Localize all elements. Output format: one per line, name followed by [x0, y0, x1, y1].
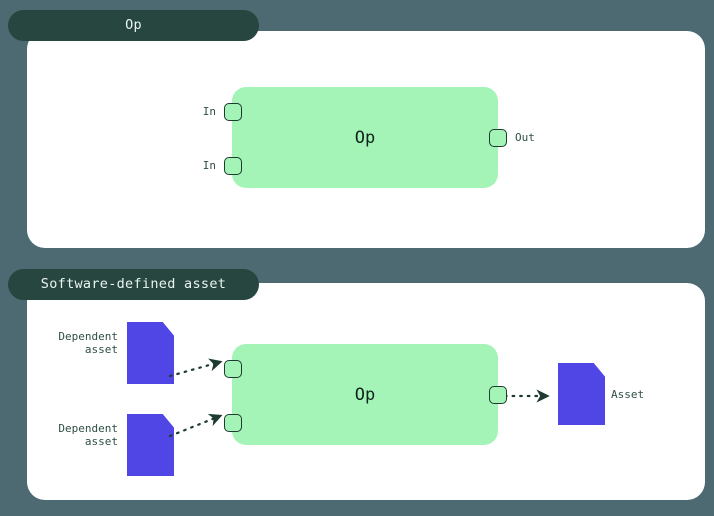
op-2-output-port[interactable]: [489, 386, 507, 404]
op-node-2[interactable]: Op: [232, 344, 498, 445]
op-1-input-port-a[interactable]: [224, 103, 242, 121]
op-node-2-label: Op: [354, 384, 376, 405]
op-2-input-port-a[interactable]: [224, 360, 242, 378]
dependent-asset-label-a: Dependent asset: [58, 330, 118, 356]
dependent-asset-icon-b[interactable]: [127, 414, 174, 476]
op-1-input-label-b: In: [202, 159, 216, 172]
dependent-asset-label-b: Dependent asset: [58, 422, 118, 448]
op-2-input-port-b[interactable]: [224, 414, 242, 432]
connector-dependent-b: [168, 413, 223, 438]
op-1-output-port[interactable]: [489, 129, 507, 147]
panel-tab-software-defined-asset[interactable]: Software-defined asset: [8, 269, 259, 300]
dependent-asset-icon-a[interactable]: [127, 322, 174, 384]
produced-asset-label: Asset: [611, 388, 645, 401]
op-node-1[interactable]: Op: [232, 87, 498, 188]
connector-dependent-a: [168, 358, 223, 378]
op-1-input-label-a: In: [202, 105, 216, 118]
op-1-input-port-b[interactable]: [224, 157, 242, 175]
op-1-output-label: Out: [515, 131, 535, 144]
connector-produced-asset: [503, 389, 550, 403]
panel-tab-op[interactable]: Op: [8, 10, 259, 41]
produced-asset-icon[interactable]: [558, 363, 605, 425]
op-node-1-label: Op: [354, 127, 376, 148]
